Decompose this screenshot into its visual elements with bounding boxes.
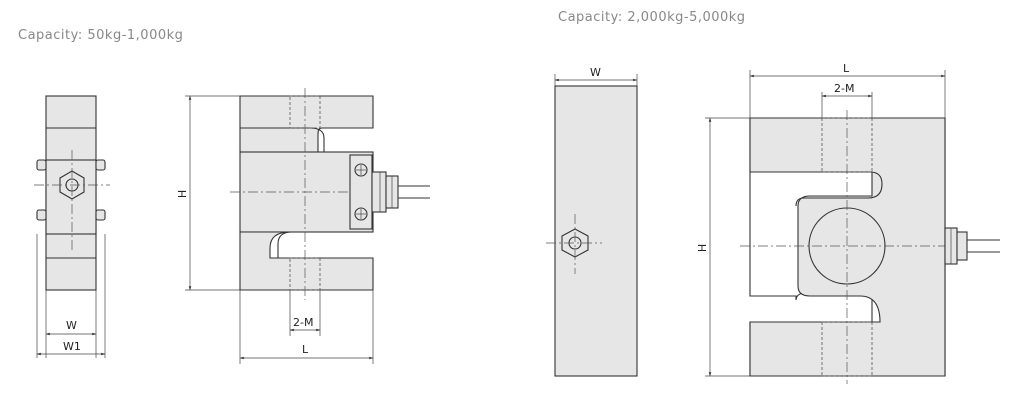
dim-l-large: L bbox=[843, 62, 850, 75]
dim-w-small: W bbox=[66, 319, 77, 332]
capacity-label-large: Capacity: 2,000kg-5,000kg bbox=[558, 10, 746, 25]
capacity-label-small: Capacity: 50kg-1,000kg bbox=[18, 28, 183, 43]
side-view-body-large bbox=[554, 85, 638, 377]
dim-l-small: L bbox=[302, 343, 309, 356]
side-view-large bbox=[546, 85, 638, 377]
dim-h-large: H bbox=[696, 244, 709, 252]
front-view-small bbox=[230, 88, 430, 300]
dim-w1-small: W1 bbox=[63, 340, 81, 353]
front-view-large bbox=[740, 110, 1000, 384]
dim-thread-large: 2-M bbox=[834, 82, 854, 95]
dim-h-small: H bbox=[176, 190, 189, 198]
side-view-small bbox=[34, 95, 110, 291]
dim-w-large: W bbox=[590, 66, 601, 79]
dim-thread-small: 2-M bbox=[293, 316, 313, 329]
